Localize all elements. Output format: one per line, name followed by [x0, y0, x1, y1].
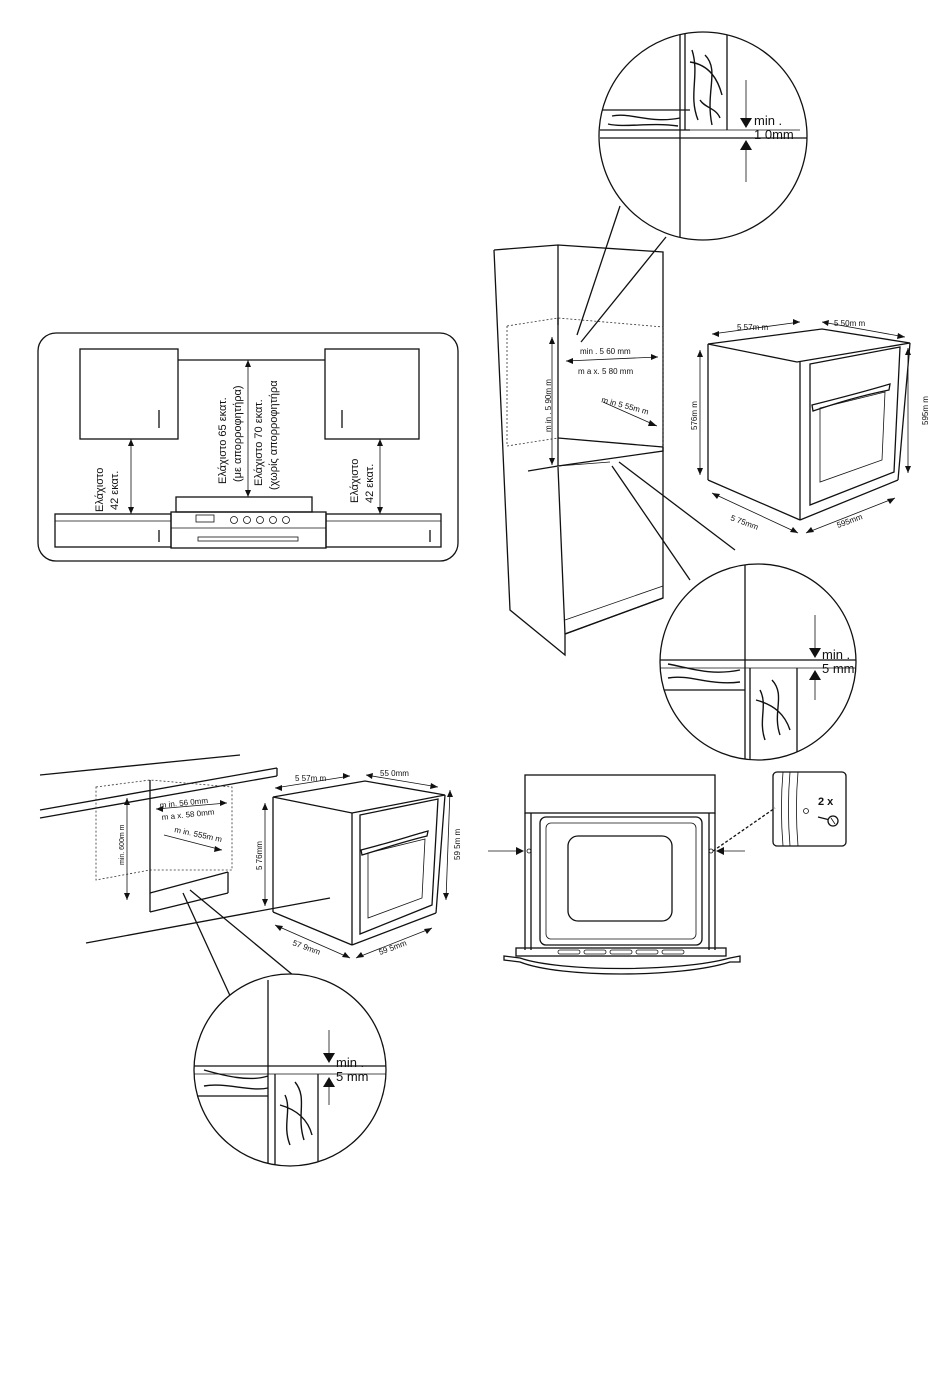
top-detail-label-1: min . [754, 113, 782, 128]
counter-left [54, 513, 172, 548]
tall-cabinet [493, 244, 664, 657]
wall-cabinet-right [324, 348, 420, 440]
front-mount-panel: 2 x [488, 771, 847, 975]
niche-min-height: m in . 5 90m m [544, 379, 553, 432]
hood-65-label-1: Ελάχιστο 65 εκατ. [217, 397, 229, 484]
left-clearance-label-1: Ελάχιστο [94, 468, 106, 512]
oven-door-handle [503, 955, 741, 975]
oven-right-bottom-width: 595mm [836, 512, 864, 530]
screw-icon [817, 815, 839, 827]
oven-right-back-height: 595m m [921, 396, 930, 425]
cooker-hood [175, 496, 313, 513]
cooker-front [170, 511, 327, 549]
undercounter-max-width: m a x. 58 0mm [161, 807, 215, 822]
top-detail-label-2: 1 0mm [754, 127, 794, 142]
left-clearance-label-2: 42 εκατ. [109, 471, 121, 510]
counter-right [325, 513, 442, 548]
oven-left-back-height: 59 5m m [453, 829, 462, 860]
panel-frame [37, 332, 459, 562]
oven-right-front-height: 576m m [690, 401, 699, 430]
right-clearance-label-1: Ελάχιστο [349, 459, 361, 503]
right-clearance-label-2: 42 εκατ. [364, 464, 376, 503]
oven-window [567, 835, 673, 922]
wall-cabinet-left [79, 348, 179, 440]
hood-70-label-2: (χωρίς απορροφητήρα [268, 380, 280, 490]
undercounter-min-height: min. 600m m [119, 824, 126, 865]
undercounter-panel: min. 600m m m in. 56 0mm m a x. 58 0mm m… [39, 754, 331, 1001]
oven-right: 5 57m m 5 50m m 576m m 595m m 5 75mm 595… [690, 319, 930, 534]
screw-inset [772, 771, 847, 847]
oven-left: 5 57m m 55 0mm 5 76mm 59 5m m 57 9mm 59 … [255, 769, 462, 959]
detail-circle-middle: min . 5 mm [659, 563, 857, 761]
undercounter-min-depth: m in. 555m m [174, 825, 224, 844]
oven-left-top-width: 5 57m m [295, 774, 326, 783]
mid-detail-label-1: min . [822, 647, 850, 662]
oven-top-fascia [524, 774, 716, 814]
oven-left-bottom-width: 59 5mm [378, 938, 409, 956]
bottom-detail-label-2: 5 mm [336, 1069, 369, 1084]
oven-right-top-width: 5 57m m [737, 323, 768, 332]
niche-min-width: min . 5 60 mm [580, 347, 631, 356]
oven-right-bottom-depth: 5 75mm [729, 513, 760, 531]
oven-left-bottom-depth: 57 9mm [291, 938, 322, 956]
hood-70-label-1: Ελάχιστο 70 εκατ. [253, 399, 265, 486]
oven-right-top-depth: 5 50m m [834, 319, 865, 328]
oven-left-top-depth: 55 0mm [380, 769, 409, 778]
bottom-detail-label-1: min . [336, 1055, 364, 1070]
detail-circle-top: min . 1 0mm [598, 31, 808, 241]
oven-door [539, 816, 703, 946]
detail-circle-bottom: min . 5 mm [193, 973, 387, 1167]
niche-min-depth: m in 5 55m m [600, 395, 649, 416]
tall-cabinet-panel: m in . 5 90m m min . 5 60 mm m a x. 5 80… [493, 205, 736, 657]
oven-left-front-height: 5 76mm [255, 841, 264, 870]
niche-max-width: m a x. 5 80 mm [578, 367, 633, 376]
hood-clearance-panel: Ελάχιστο 42 εκατ. Ελάχιστο 42 εκατ. Ελάχ… [37, 332, 459, 562]
screw-count: 2 x [818, 796, 834, 808]
mid-detail-label-2: 5 mm [822, 661, 855, 676]
hood-65-label-2: (με απορροφητήρα) [232, 386, 244, 483]
